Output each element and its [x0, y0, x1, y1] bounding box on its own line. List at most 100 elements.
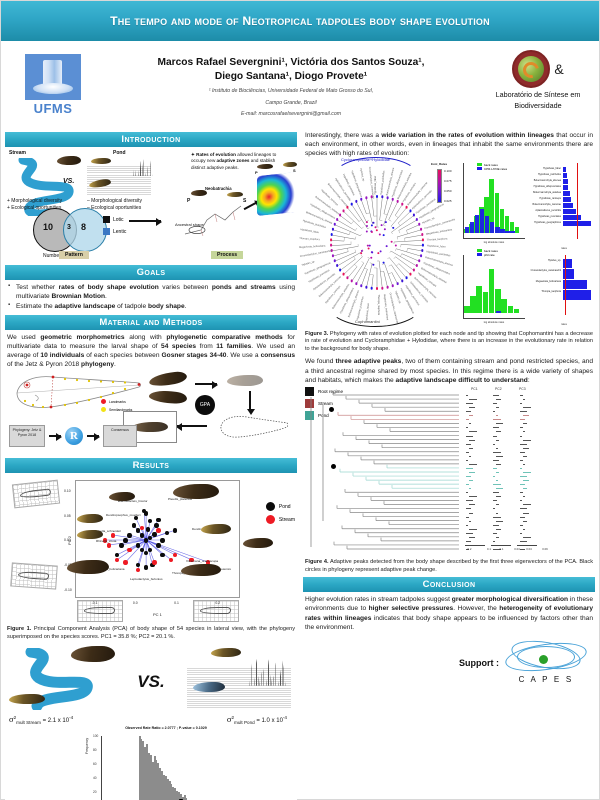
pc-value-tick [466, 419, 469, 420]
goal-item-1: Test whether rates of body shape evoluti… [7, 283, 295, 301]
ufms-logo: UFMS [7, 46, 99, 116]
pc-value-tick [523, 472, 531, 473]
fig3-tip-rate-label: Hylodes_sp. [513, 259, 561, 262]
fig3-hist-bar [489, 269, 495, 313]
tadpole-peak-s-icon [283, 162, 297, 167]
section-header-goals: Goals [5, 265, 297, 280]
pc-value-tick [466, 484, 469, 485]
phylogeny-internal-node [368, 245, 370, 247]
adaptive-peak-change-marker [331, 464, 336, 469]
pca-point [140, 533, 144, 537]
consensus-box: Consensus [103, 425, 137, 447]
tag-process: Process [211, 251, 243, 259]
phylogeny-tip-node [409, 273, 412, 276]
fig3-hist-top-legend: back rates CPR-HYDE rates [477, 163, 507, 171]
pc-value-tick [496, 472, 499, 473]
phylogeny-tip-node [391, 198, 394, 201]
phylogeny-tip-node [330, 233, 333, 236]
tadpole-node-s-icon [227, 192, 243, 197]
poster-header: UFMS Marcos Rafael Severgnini¹, Victória… [1, 41, 599, 129]
stream-label: Stream [9, 150, 26, 156]
phylogeny-tip-node [330, 244, 333, 247]
pca-xlabel: PC 1 [153, 612, 162, 617]
vs-label-intro: VS. [63, 178, 74, 185]
fig3-hist-bar [490, 222, 494, 233]
phylogeny-tip-node [333, 223, 336, 226]
legend-cpr-rates-label: CPR-HYDE rates [484, 167, 507, 171]
phylogeny-tip-node [342, 210, 345, 213]
phylogeny-tip-node [346, 277, 349, 280]
peak-p-label: P [255, 170, 258, 175]
specimen-photo-7 [67, 560, 109, 574]
capes-dot-icon [539, 655, 548, 664]
legend-landmarks: Landmarks [101, 399, 126, 404]
pond-label: Pond [113, 150, 126, 156]
pca-axes: -0.10.00.10.20.100.050.00-0.05-0.10Elach… [75, 480, 240, 598]
phylogeny-tip-node [421, 249, 424, 252]
tadpole-specimen-2 [148, 389, 187, 405]
pc-value-tick [496, 496, 501, 497]
ancestral-shape-label: Ancestral shape [175, 222, 204, 227]
fig3-hist-bottom-legend: back rates phil rate [477, 249, 498, 257]
pc-value-tick [469, 431, 477, 432]
pc-value-tick [466, 468, 473, 469]
pc-value-tick [523, 464, 525, 465]
phylogeny-tip-node [339, 214, 342, 217]
phylogeny-internal-node [382, 262, 384, 264]
pc-value-tick [466, 452, 469, 453]
fig3-hist-bottom: back rates phil rate log absolute rates [463, 255, 525, 319]
support-block: Support : C A P E S [303, 632, 595, 688]
pc-value-tick [469, 513, 473, 514]
pc-value-tick [520, 427, 523, 428]
node-s-label: S [243, 198, 246, 204]
figure4-caption: Figure 4. Adaptive peaks detected from t… [303, 557, 595, 574]
consensus-label: Consensus [111, 428, 129, 432]
fig3-tip-rate-label: Hypsiboas_punctatus [513, 215, 561, 218]
pca-point [154, 523, 158, 527]
pc-value-tick [496, 488, 503, 489]
pc-value-tick [469, 496, 477, 497]
sigma-pond-sub: mult Pond [234, 721, 255, 726]
fig3-bars-top-xlabel: rates [535, 247, 593, 250]
arrow-pattern-to-process-icon [129, 220, 161, 222]
phylogeny-internal-node [395, 245, 397, 247]
sigma-stream-exp: -4 [69, 715, 73, 720]
arrow-to-consensus-icon [87, 435, 99, 437]
legend-lentic-label: Lentic [113, 229, 126, 235]
arrow-down-to-outline-icon [249, 391, 251, 409]
phylogeny-tip-label: Hypsiboas_faber [427, 244, 446, 248]
pc-value-tick [493, 419, 501, 420]
fig3-bars-bottom: Hylodes_sp.Crossodactylus_caramaschiiMeg… [535, 255, 593, 319]
pc-value-tick [466, 460, 468, 461]
fig3-tip-rate-label: Hypsiboas_raniceps [513, 197, 561, 200]
pc-value-tick [496, 399, 501, 400]
methods-workflow-figure: Landmarks Semilandmarks GPA [5, 369, 297, 455]
pc-value-tick [520, 395, 523, 396]
phylogeny-internal-node [384, 229, 386, 231]
fig3-hist-bar [475, 215, 479, 233]
pca-ytick: 0.05 [64, 514, 71, 518]
phylogeny-internal-node [361, 250, 363, 252]
pc-value-tick [523, 529, 525, 530]
phylogeny-tip-node [422, 244, 425, 247]
pc-value-tick [520, 476, 527, 477]
pc-value-tick [523, 521, 527, 522]
pc-value-tick [520, 484, 525, 485]
fig3-hist-bottom-xlabel: log absolute rates [463, 321, 525, 324]
affiliation-line-1: ¹ Instituto de Biociências, Universidade… [99, 88, 483, 96]
ufms-logo-text: UFMS [25, 101, 81, 116]
pc-value-tick [520, 525, 523, 526]
pc-value-tick [466, 533, 473, 534]
stream-bullet-1: + Morphological diversity [7, 198, 62, 204]
pca-ytick: 0.10 [64, 489, 71, 493]
pc-value-tick [496, 456, 503, 457]
pc-value-tick [496, 537, 499, 538]
figure3-circular-phylogeny: Hypsiboas_faberHypsiboas_pulchellusBoker… [303, 159, 595, 329]
pca-point [111, 533, 115, 537]
phylogeny-tip-node [405, 206, 408, 209]
fig3-tip-rate-label: Hypsiboas_pulchellus [513, 173, 561, 176]
arrow-left-to-plot-icon [177, 425, 207, 427]
clade-label-bottom: Cophomantini [355, 319, 380, 324]
pc-value-tick [469, 488, 471, 489]
